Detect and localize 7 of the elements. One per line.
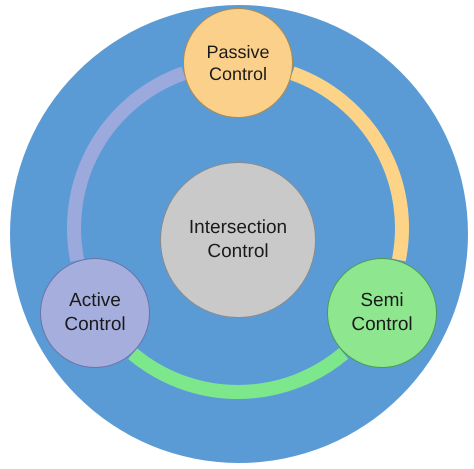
node-label: Passive Control	[205, 40, 271, 86]
node-label: Active Control	[63, 289, 127, 337]
ring-arc	[128, 348, 348, 399]
node-label: Intersection Control	[188, 216, 288, 264]
ring-arc	[67, 66, 186, 262]
node-label: Semi Control	[350, 289, 414, 337]
ring-arc	[290, 66, 409, 261]
